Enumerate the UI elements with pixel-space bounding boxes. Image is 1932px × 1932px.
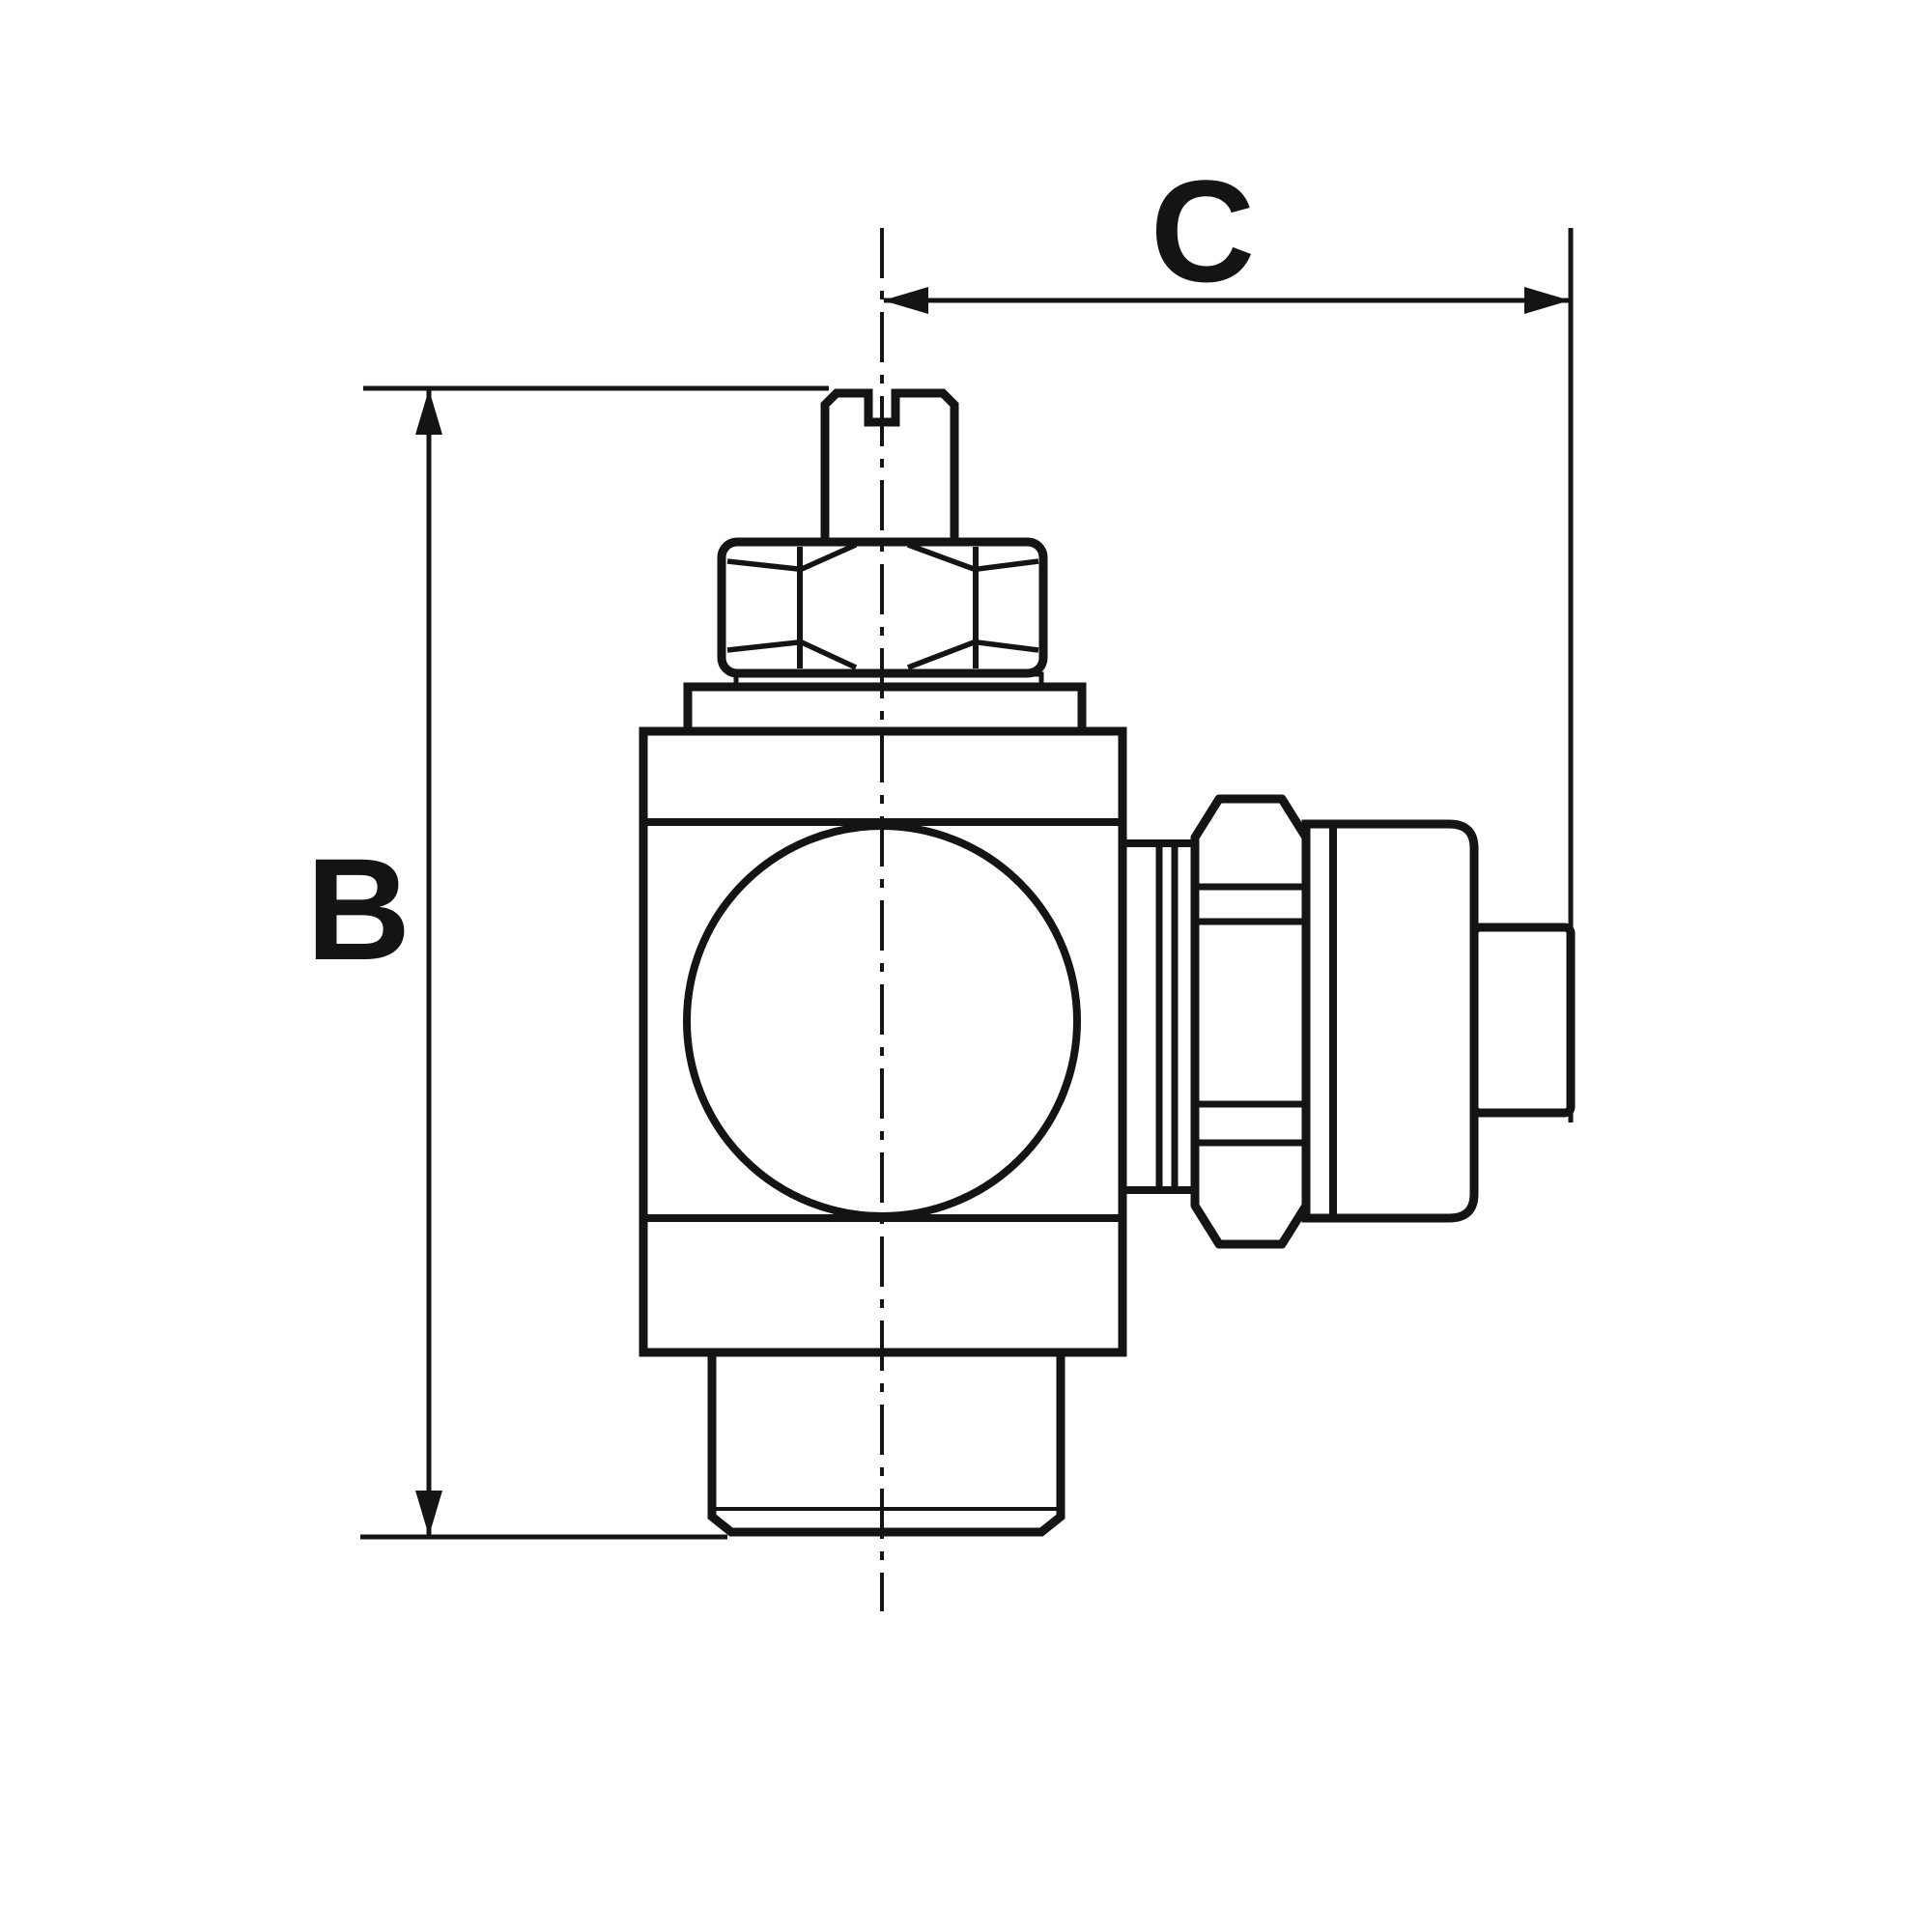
- thread-stub-outline: [707, 1348, 1065, 1537]
- dim-c-label: C: [1151, 150, 1255, 312]
- dim-c-arrow-left: [883, 287, 928, 314]
- male-thread-stub: [707, 1348, 1065, 1537]
- lock-nut-chamfer-lines: [726, 542, 1039, 670]
- tube-tip: [1469, 923, 1576, 1118]
- side-port-hex-nut: [1190, 794, 1311, 1249]
- side-port-neck: [1115, 839, 1199, 1194]
- dim-b-arrow-up: [415, 389, 442, 435]
- gland-plate: [683, 682, 1087, 736]
- slotted-adjustment-screw: [820, 388, 959, 547]
- dimension-b: [360, 385, 829, 1540]
- dim-b-arrow-down: [415, 1491, 442, 1536]
- dim-b-label: B: [306, 828, 411, 990]
- side-hex-outline: [1190, 794, 1311, 1249]
- dim-c-arrow-right: [1524, 287, 1570, 314]
- side-push-in-fitting: [1115, 819, 1576, 1223]
- fitting-cap: [1301, 819, 1479, 1223]
